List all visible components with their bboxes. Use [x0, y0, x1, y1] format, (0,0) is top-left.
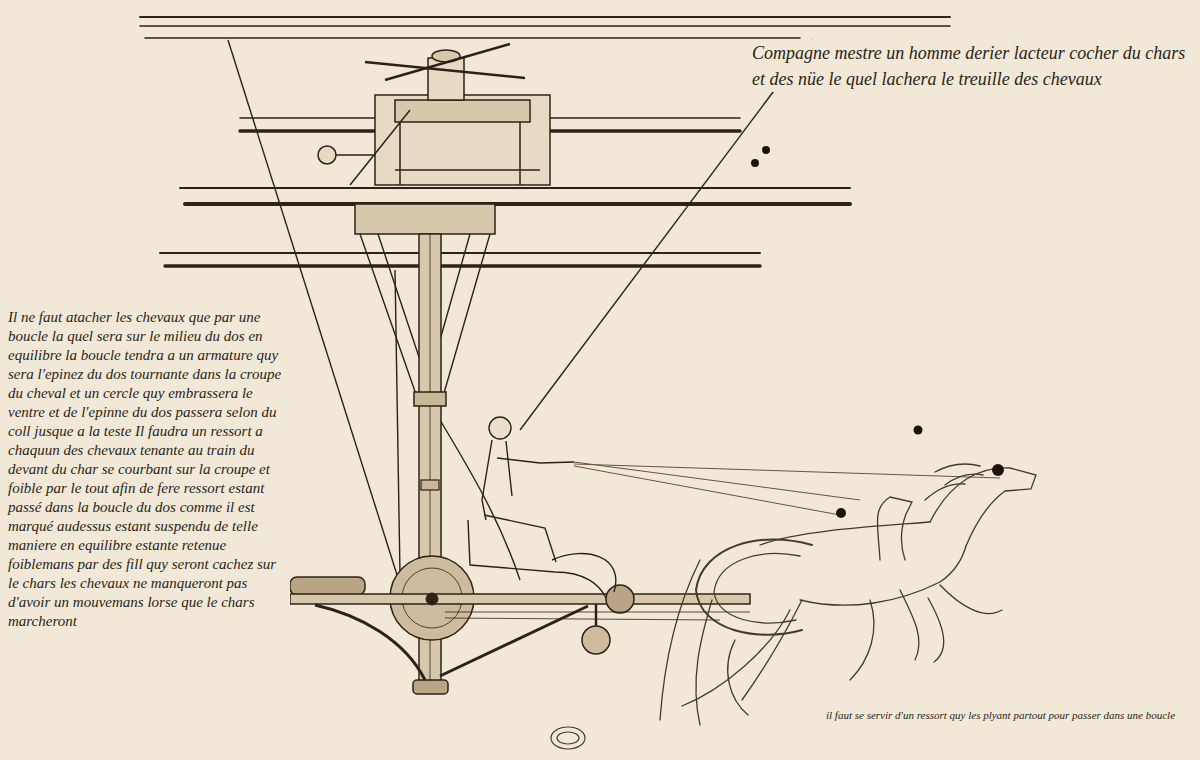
cable-line	[520, 40, 812, 430]
horse-foreleg	[850, 590, 919, 680]
label-slot: il faut se servir d'un ressort quy les p…	[826, 708, 1192, 722]
counterweight	[290, 577, 365, 595]
capstan-bar	[385, 44, 510, 80]
horse-head	[877, 497, 912, 560]
ink-dot	[836, 508, 846, 518]
platform-frame	[375, 95, 550, 185]
mast-collar	[414, 392, 446, 406]
capstan-bar	[365, 62, 525, 78]
platform-beam	[395, 169, 540, 171]
platform-top	[395, 100, 530, 122]
rail-line	[145, 37, 800, 39]
rail-line	[160, 252, 760, 254]
ink-dot	[762, 146, 770, 154]
driver-chest	[506, 441, 512, 496]
driver-figure	[468, 417, 616, 598]
chariot-beam	[290, 594, 750, 604]
ink-dot	[992, 464, 1004, 476]
rail-line	[180, 187, 850, 189]
driver-leg	[484, 515, 556, 562]
horse-head	[930, 468, 1036, 546]
stamp-oval	[557, 732, 579, 744]
hanger-line	[440, 234, 470, 340]
footnote: il faut se servir d'un ressort quy les p…	[826, 708, 1192, 722]
capstan-drum	[428, 58, 464, 100]
hanger-block	[355, 204, 495, 234]
wheel-fork	[595, 604, 598, 626]
rail-line	[165, 264, 760, 268]
platform-post	[399, 122, 401, 185]
pulley-arm	[336, 154, 375, 156]
cable-line	[395, 270, 400, 575]
reins	[574, 462, 1000, 515]
horse-tail	[660, 560, 748, 725]
harness-collar	[714, 554, 800, 623]
mast-collar	[421, 480, 439, 490]
pulley	[318, 146, 336, 164]
platform-post	[519, 122, 521, 185]
horse-mane	[925, 464, 983, 500]
horse-foreleg	[928, 585, 1002, 662]
horse-back	[760, 522, 930, 545]
rail-line	[140, 16, 950, 18]
rein-line	[574, 462, 860, 500]
rail-line	[140, 25, 950, 27]
curved-strut	[315, 605, 425, 680]
ink-dots	[751, 146, 1004, 518]
driver-head	[489, 417, 511, 439]
hanger-line	[378, 234, 420, 360]
cable-line	[440, 420, 520, 580]
stamp-oval	[551, 727, 585, 749]
ink-dot	[914, 426, 923, 435]
horse-belly	[800, 546, 966, 605]
chariot-frame	[290, 556, 750, 680]
hanger-line	[360, 234, 418, 400]
horses	[660, 464, 1036, 725]
winch-platform	[318, 44, 550, 234]
suspension-cables	[228, 40, 812, 580]
driver-back	[482, 440, 492, 520]
chariot-body	[468, 520, 606, 598]
caption-note: Compagne mestre un homme derier lacteur …	[752, 40, 1192, 92]
chariot-front	[552, 553, 616, 592]
pivot-joint	[606, 585, 634, 613]
small-wheel	[582, 626, 610, 654]
label-slot: Il ne faut atacher les chevaux que par u…	[8, 308, 290, 631]
mast-foot	[413, 680, 448, 694]
hanger-line	[442, 234, 490, 400]
horse-hindleg	[682, 600, 802, 706]
label-slot: Compagne mestre un homme derier lacteur …	[752, 40, 1192, 92]
diagonal-strut	[440, 606, 588, 676]
ink-dot	[751, 159, 759, 167]
harness-collar	[696, 540, 812, 635]
archive-stamp	[551, 727, 585, 749]
margin-note: Il ne faut atacher les chevaux que par u…	[8, 308, 290, 631]
shaft-line	[445, 618, 720, 620]
driver-arm	[497, 458, 574, 463]
wheel-hub	[426, 593, 438, 605]
rein-line	[574, 466, 840, 515]
rail-line	[185, 202, 850, 206]
platform-brace	[350, 110, 410, 185]
